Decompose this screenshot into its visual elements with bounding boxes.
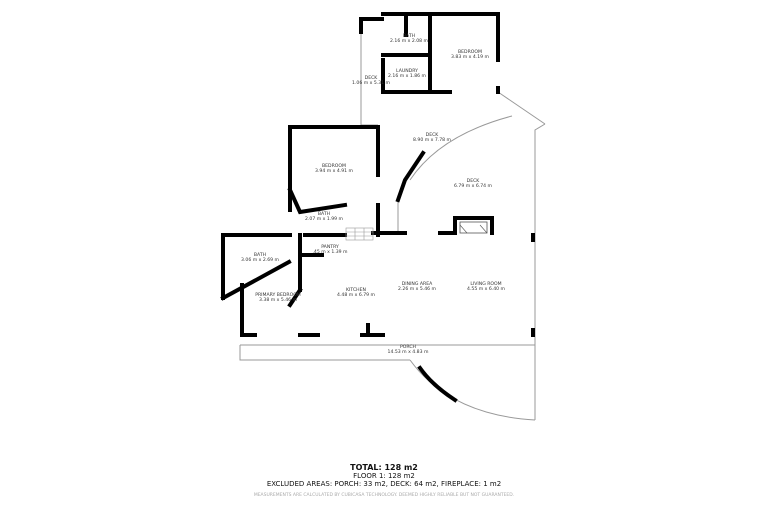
room-label: KITCHEN	[346, 287, 366, 293]
room-dims: 2.26 m x 5.46 m	[398, 286, 436, 292]
room-label: PORCH	[400, 344, 416, 350]
room-labels: BATH 2.16 m x 2.08 m BEDROOM 3.83 m x 4.…	[241, 33, 505, 355]
room-dims: 3.94 m x 4.91 m	[315, 168, 353, 174]
room-label: PRIMARY BEDROOM	[255, 292, 301, 298]
excluded-areas: EXCLUDED AREAS: PORCH: 33 m2, DECK: 64 m…	[266, 480, 502, 488]
room-label: BEDROOM	[458, 49, 482, 55]
room-dims: 6.79 m x 6.74 m	[454, 183, 492, 189]
room-dims: 3.06 m x 2.69 m	[241, 257, 279, 263]
room-dims: 2.16 m x 2.08 m	[390, 38, 428, 44]
room-dims: 2.16 m x 1.86 m	[388, 73, 426, 79]
fireplace	[459, 221, 488, 234]
stairs	[345, 227, 374, 241]
room-label: BATH	[403, 33, 415, 39]
room-label: DECK	[426, 132, 440, 138]
room-dims: 3.38 m x 5.46 m	[259, 297, 297, 303]
room-dims: 1.06 m x 5.31 m	[352, 80, 390, 86]
room-label: BATH	[254, 252, 266, 258]
room-label: BEDROOM	[322, 163, 346, 169]
room-label: LAUNDRY	[396, 68, 418, 74]
room-dims: 14.53 m x 4.83 m	[388, 349, 429, 355]
room-label: BATH	[318, 211, 330, 217]
disclaimer: MEASUREMENTS ARE CALCULATED BY CUBICASA …	[253, 493, 515, 498]
room-label: LIVING ROOM	[470, 281, 501, 287]
thin-outlines	[239, 30, 546, 421]
room-dims: .45 m x 1.39 m	[312, 249, 348, 255]
room-dims: 3.83 m x 4.19 m	[451, 54, 489, 60]
room-dims: 4.48 m x 6.79 m	[337, 292, 375, 298]
room-label: DINING AREA	[402, 281, 433, 287]
walls	[220, 12, 535, 403]
total-area: TOTAL: 128 m2	[350, 463, 418, 472]
floor-area: FLOOR 1: 128 m2	[353, 472, 415, 480]
room-dims: 4.55 m x 6.40 m	[467, 286, 505, 292]
room-dims: 8.90 m x 7.78 m	[413, 137, 451, 143]
room-label: DECK	[467, 178, 481, 184]
room-label: PANTRY	[321, 244, 339, 250]
room-label: DECK	[365, 75, 379, 81]
room-dims: 2.07 m x 1.99 m	[305, 216, 343, 222]
